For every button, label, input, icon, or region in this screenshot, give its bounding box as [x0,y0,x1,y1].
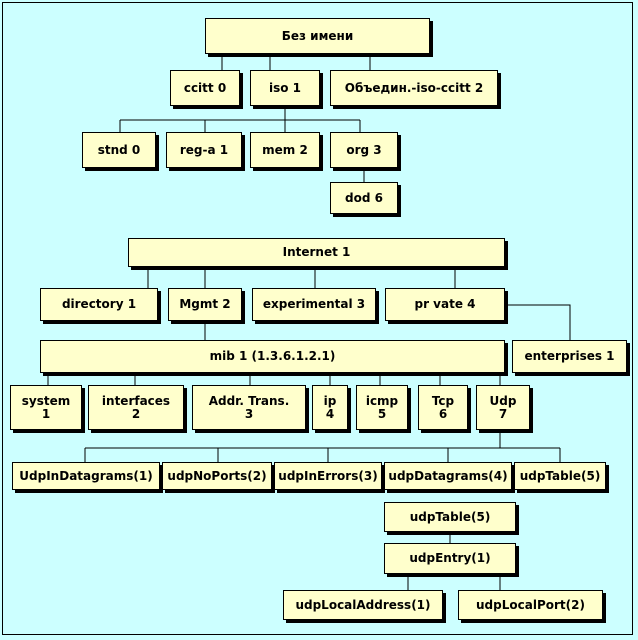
node-enterprises-label: enterprises 1 [524,349,615,363]
node-root-label: Без имени [281,28,354,43]
node-mem-label: mem 2 [262,142,308,157]
node-stnd: stnd 0 [82,132,156,168]
node-udp-entry: udpEntry(1) [384,543,516,574]
group-ip-num: 4 [325,406,335,421]
node-mib: mib 1 (1.3.6.1.2.1) [40,340,505,373]
node-udp-local-port: udpLocalPort(2) [458,590,603,620]
node-org-label: org 3 [346,142,382,157]
node-stnd-label: stnd 0 [97,142,141,157]
udp-local-port-label: udpLocalPort(2) [476,597,585,612]
udp-table-label: udpTable(5) [409,509,491,524]
node-udp-table-leaf: udpTable(5) [514,462,606,490]
group-system-num: 1 [41,406,51,421]
group-udp-name: Udp [489,393,517,408]
node-rega-label: reg-a 1 [179,142,229,157]
group-ip-name: ip [323,393,337,408]
node-ccitt: ccitt 0 [170,70,240,106]
node-udp-indatagrams: UdpInDatagrams(1) [12,462,160,490]
node-ccitt-label: ccitt 0 [183,80,227,95]
node-experimental-label: experimental 3 [262,297,366,311]
group-icmp-num: 5 [377,406,387,421]
node-mem: mem 2 [250,132,320,168]
group-interfaces-name: interfaces [101,393,171,408]
group-icmp-name: icmp [365,393,399,408]
node-directory: directory 1 [40,288,158,321]
udp-inerrors-label: udpInErrors(3) [278,468,378,483]
node-internet-label: Internet 1 [282,245,351,259]
node-iso: iso 1 [250,70,320,106]
node-udp-datagrams: udpDatagrams(4) [384,462,512,490]
udp-entry-label: udpEntry(1) [409,551,491,565]
node-udp-local-address: udpLocalAddress(1) [283,590,443,620]
udp-datagrams-label: udpDatagrams(4) [388,468,508,483]
group-tcp-num: 6 [438,406,448,421]
node-org: org 3 [330,132,398,168]
group-interfaces-num: 2 [131,406,141,421]
node-private-label: pr vate 4 [414,297,476,311]
node-group-addrtrans-label: Addr. Trans.3 [208,393,290,421]
group-udp-num: 7 [498,406,508,421]
diagram-border [2,2,633,635]
udp-local-address-label: udpLocalAddress(1) [295,597,431,612]
group-addrtrans-name: Addr. Trans. [208,393,290,408]
group-addrtrans-num: 3 [244,406,254,421]
connector-private-enterprises [505,304,571,340]
udp-indatagrams-label: UdpInDatagrams(1) [19,468,153,483]
node-root: Без имени [205,18,430,54]
node-directory-label: directory 1 [61,297,137,311]
node-mib-label: mib 1 (1.3.6.1.2.1) [209,349,336,363]
node-reg-a: reg-a 1 [166,132,242,168]
group-system-name: system [21,393,71,408]
node-private: pr vate 4 [385,288,505,321]
node-dod: dod 6 [330,182,398,214]
node-joint-iso-ccitt: Объедин.-iso-ccitt 2 [330,70,498,106]
node-group-addrtrans: Addr. Trans.3 [192,385,306,430]
node-enterprises: enterprises 1 [512,340,627,373]
node-mgmt: Mgmt 2 [168,288,242,321]
node-joint-label: Объедин.-iso-ccitt 2 [344,80,484,95]
node-udp-inerrors: udpInErrors(3) [274,462,382,490]
node-internet: Internet 1 [128,238,505,267]
node-dod-label: dod 6 [345,190,383,205]
udp-table-leaf-label: udpTable(5) [519,468,601,483]
node-mgmt-label: Mgmt 2 [179,297,231,311]
node-udp-noports: udpNoPorts(2) [162,462,272,490]
udp-noports-label: udpNoPorts(2) [167,468,267,483]
node-iso-label: iso 1 [268,80,302,95]
node-udp-table: udpTable(5) [384,502,516,532]
group-tcp-name: Tcp [431,393,455,408]
node-experimental: experimental 3 [252,288,376,321]
